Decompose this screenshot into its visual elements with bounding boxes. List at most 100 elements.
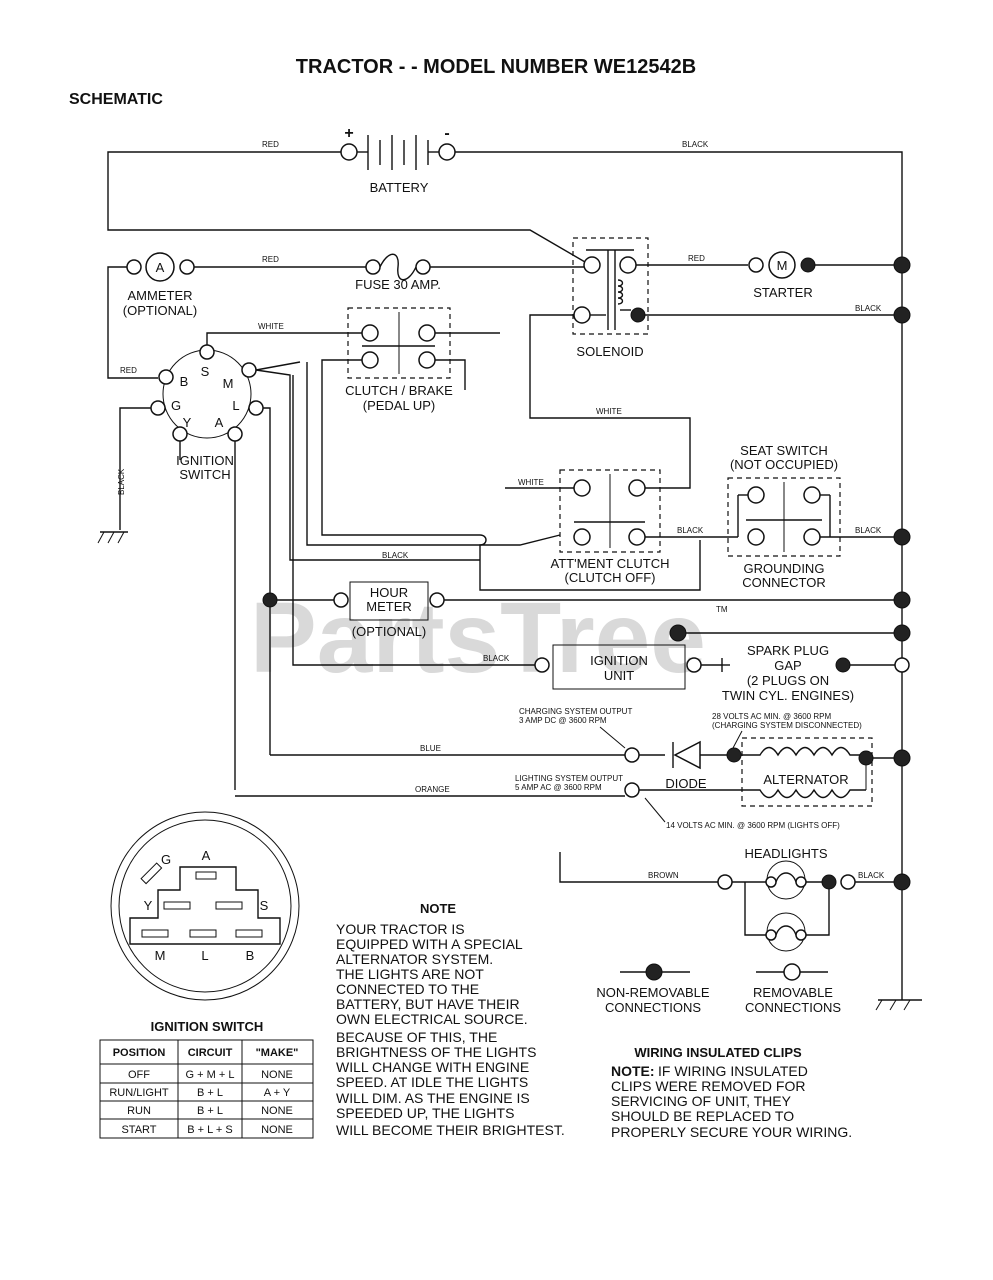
table-cell: RUN xyxy=(127,1105,151,1117)
table-cell: NONE xyxy=(261,1105,293,1117)
wire-headlights-right xyxy=(806,881,830,936)
note-line: SPEEDED UP, THE LIGHTS xyxy=(336,1105,514,1121)
face-terminal-g: G xyxy=(161,852,171,867)
clips-line: PROPERLY SECURE YOUR WIRING. xyxy=(611,1124,852,1140)
ignition-table: POSITION CIRCUIT "MAKE" OFF G + M + L NO… xyxy=(99,1039,314,1139)
wire-l-terminal-hour xyxy=(263,407,271,755)
junction-right-5 xyxy=(893,624,911,642)
solenoid-label: SOLENOID xyxy=(576,344,643,359)
hour-meter-sub-label: METER xyxy=(366,599,412,614)
ground-left-icon xyxy=(97,531,128,544)
battery-plus-sign: + xyxy=(344,125,353,142)
wire-label-red-fuse: RED xyxy=(262,255,279,264)
ignition-unit: IGNITION UNIT xyxy=(534,644,702,690)
clips-title: WIRING INSULATED CLIPS xyxy=(634,1045,802,1060)
headlight-upper-icon xyxy=(765,860,807,900)
legend-removable: REMOVABLE CONNECTIONS xyxy=(745,963,841,1015)
hour-meter-optional-label: (OPTIONAL) xyxy=(352,624,426,639)
headlights-label: HEADLIGHTS xyxy=(744,846,827,861)
junction-headlights xyxy=(821,874,837,890)
attachment-clutch-switch: ATT'MENT CLUTCH (CLUTCH OFF) xyxy=(551,469,670,585)
spark-plug-gap-label: GAP xyxy=(774,658,801,673)
wire-label-blue: BLUE xyxy=(420,744,441,753)
spark-plug-label: SPARK PLUG xyxy=(747,643,829,658)
grounding-connector-sub-label: CONNECTOR xyxy=(742,575,826,590)
wire-black-battery xyxy=(455,151,903,1000)
note-line: BRIGHTNESS OF THE LIGHTS xyxy=(336,1044,536,1060)
table-cell: B + L xyxy=(197,1105,223,1117)
clips-line: SHOULD BE REPLACED TO xyxy=(611,1108,794,1124)
clips-line: SERVICING OF UNIT, THEY xyxy=(611,1093,792,1109)
wire-label-orange: ORANGE xyxy=(415,785,450,794)
headlight-lower-icon xyxy=(765,912,807,952)
spark-plug-gap: SPARK PLUG GAP (2 PLUGS ON TWIN CYL. ENG… xyxy=(721,643,854,703)
junction-diode-alternator xyxy=(726,747,742,763)
wire-black-ground-g xyxy=(119,407,151,530)
volts-14-arrow xyxy=(644,797,666,823)
table-cell: B + L xyxy=(197,1087,223,1099)
wire-label-black-head: BLACK xyxy=(858,871,885,880)
face-terminal-a: A xyxy=(202,848,211,863)
table-header-position: POSITION xyxy=(113,1047,166,1059)
terminal-a: A xyxy=(215,415,224,430)
battery-label: BATTERY xyxy=(370,180,429,195)
lighting-output-value: 5 AMP AC @ 3600 RPM xyxy=(515,783,602,792)
clips-line: IF WIRING INSULATED xyxy=(658,1063,808,1079)
terminal-b: B xyxy=(180,374,189,389)
lighting-terminal xyxy=(624,782,640,798)
terminal-s: S xyxy=(201,364,210,379)
alternator: ALTERNATOR xyxy=(741,737,873,807)
legend-removable-sub-label: CONNECTIONS xyxy=(745,1000,841,1015)
headlight-terminal-right xyxy=(840,874,856,890)
note-line: WILL CHANGE WITH ENGINE xyxy=(336,1059,529,1075)
junction-spark-plug xyxy=(835,657,851,673)
table-cell: NONE xyxy=(261,1124,293,1136)
wire-label-white-clutch: WHITE xyxy=(258,322,284,331)
ignition-switch-label: IGNITION xyxy=(176,453,234,468)
charging-terminal xyxy=(624,747,640,763)
junction-hour-meter-left xyxy=(262,592,278,608)
note-line: YOUR TRACTOR IS xyxy=(336,921,465,937)
note-line: WILL BECOME THEIR BRIGHTEST. xyxy=(336,1122,565,1138)
clips-line: CLIPS WERE REMOVED FOR xyxy=(611,1078,805,1094)
wire-m-terminal-2 xyxy=(255,369,480,561)
junction-right-1 xyxy=(893,256,911,274)
wire-m-terminal-3 xyxy=(306,362,561,546)
table-cell: A + Y xyxy=(264,1087,291,1099)
note-line: BATTERY, BUT HAVE THEIR xyxy=(336,996,520,1012)
table-cell: NONE xyxy=(261,1069,293,1081)
charging-output-value: 3 AMP DC @ 3600 RPM xyxy=(519,716,607,725)
table-cell: OFF xyxy=(128,1069,150,1081)
solenoid: SOLENOID xyxy=(572,237,649,359)
ground-right-icon xyxy=(875,999,922,1011)
fuse: FUSE 30 AMP. xyxy=(355,253,441,292)
junction-alternator-ground xyxy=(858,750,874,766)
junction-right-3 xyxy=(893,528,911,546)
wire-label-white-mid: WHITE xyxy=(596,407,622,416)
note-line: SPEED. AT IDLE THE LIGHTS xyxy=(336,1074,528,1090)
legend-removable-label: REMOVABLE xyxy=(753,985,833,1000)
ignition-switch-sub-label: SWITCH xyxy=(179,467,230,482)
face-terminal-m: M xyxy=(155,948,166,963)
junction-right-6 xyxy=(894,657,910,673)
table-header-circuit: CIRCUIT xyxy=(188,1047,233,1059)
diode: DIODE xyxy=(665,740,707,791)
volts-28-arrow xyxy=(732,730,743,749)
wire-red-battery xyxy=(107,151,586,263)
clutch-brake-switch: CLUTCH / BRAKE (PEDAL UP) xyxy=(345,307,453,413)
note-line: THE LIGHTS ARE NOT xyxy=(336,966,484,982)
junction-right-4 xyxy=(893,591,911,609)
ignition-unit-label: IGNITION xyxy=(590,653,648,668)
ignition-switch: B S M G L Y A IGNITION SWITCH xyxy=(150,344,264,482)
table-header-make: "MAKE" xyxy=(256,1047,299,1059)
wire-label-black-att: BLACK xyxy=(677,526,704,535)
note-title: NOTE xyxy=(420,901,456,916)
table-cell: RUN/LIGHT xyxy=(109,1087,169,1099)
seat-switch-label: SEAT SWITCH xyxy=(740,443,828,458)
lighting-output-label: LIGHTING SYSTEM OUTPUT xyxy=(515,774,623,783)
wire-label-red-top: RED xyxy=(262,140,279,149)
trademark-mark: TM xyxy=(716,605,728,614)
note-line: CONNECTED TO THE xyxy=(336,981,479,997)
seat-switch-sub-label: (NOT OCCUPIED) xyxy=(730,457,838,472)
